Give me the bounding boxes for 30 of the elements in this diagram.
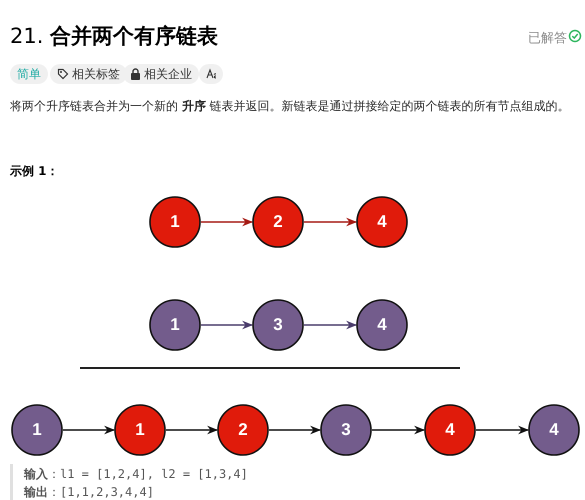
- list-node-circle: 2: [252, 196, 304, 248]
- list-node-circle: 4: [356, 299, 408, 351]
- arrow: [201, 320, 254, 330]
- arrow: [166, 426, 218, 434]
- arrow: [63, 426, 116, 434]
- list-node-circle: 1: [149, 196, 201, 248]
- list-node-circle: 1: [114, 404, 166, 456]
- arrow: [269, 426, 322, 434]
- problem-title: 21. 合并两个有序链表: [10, 23, 218, 50]
- list-node-circle: 4: [528, 404, 580, 456]
- list-node-circle: 4: [356, 196, 408, 248]
- topic-tags-button: 相关标签: [50, 64, 127, 84]
- list-node-circle: 4: [424, 404, 476, 456]
- companies-button: 相关企业: [123, 64, 199, 84]
- arrow: [372, 426, 426, 434]
- arrow: [304, 218, 358, 226]
- problem-description: 将两个升序链表合并为一个新的 升序 链表并返回。新链表是通过拼接给定的两个链表的所有节点组成的。: [10, 98, 570, 115]
- arrow: [476, 426, 530, 434]
- list-node-circle: 1: [11, 404, 63, 456]
- difficulty-tag: 简单: [10, 64, 48, 84]
- list-node-circle: 1: [149, 299, 201, 351]
- list-node-circle: 2: [217, 404, 269, 456]
- list-node-circle: 3: [320, 404, 372, 456]
- arrow: [304, 320, 358, 330]
- status-text: 已解答: [528, 31, 567, 46]
- example-heading: 示例 1：: [10, 163, 59, 180]
- input-line: 输入：l1 = [1,2,4], l2 = [1,3,4]: [24, 466, 248, 483]
- list-node-circle: 3: [252, 299, 304, 351]
- arrow: [201, 218, 254, 226]
- output-line: 输出：[1,1,2,3,4,4]: [24, 484, 154, 500]
